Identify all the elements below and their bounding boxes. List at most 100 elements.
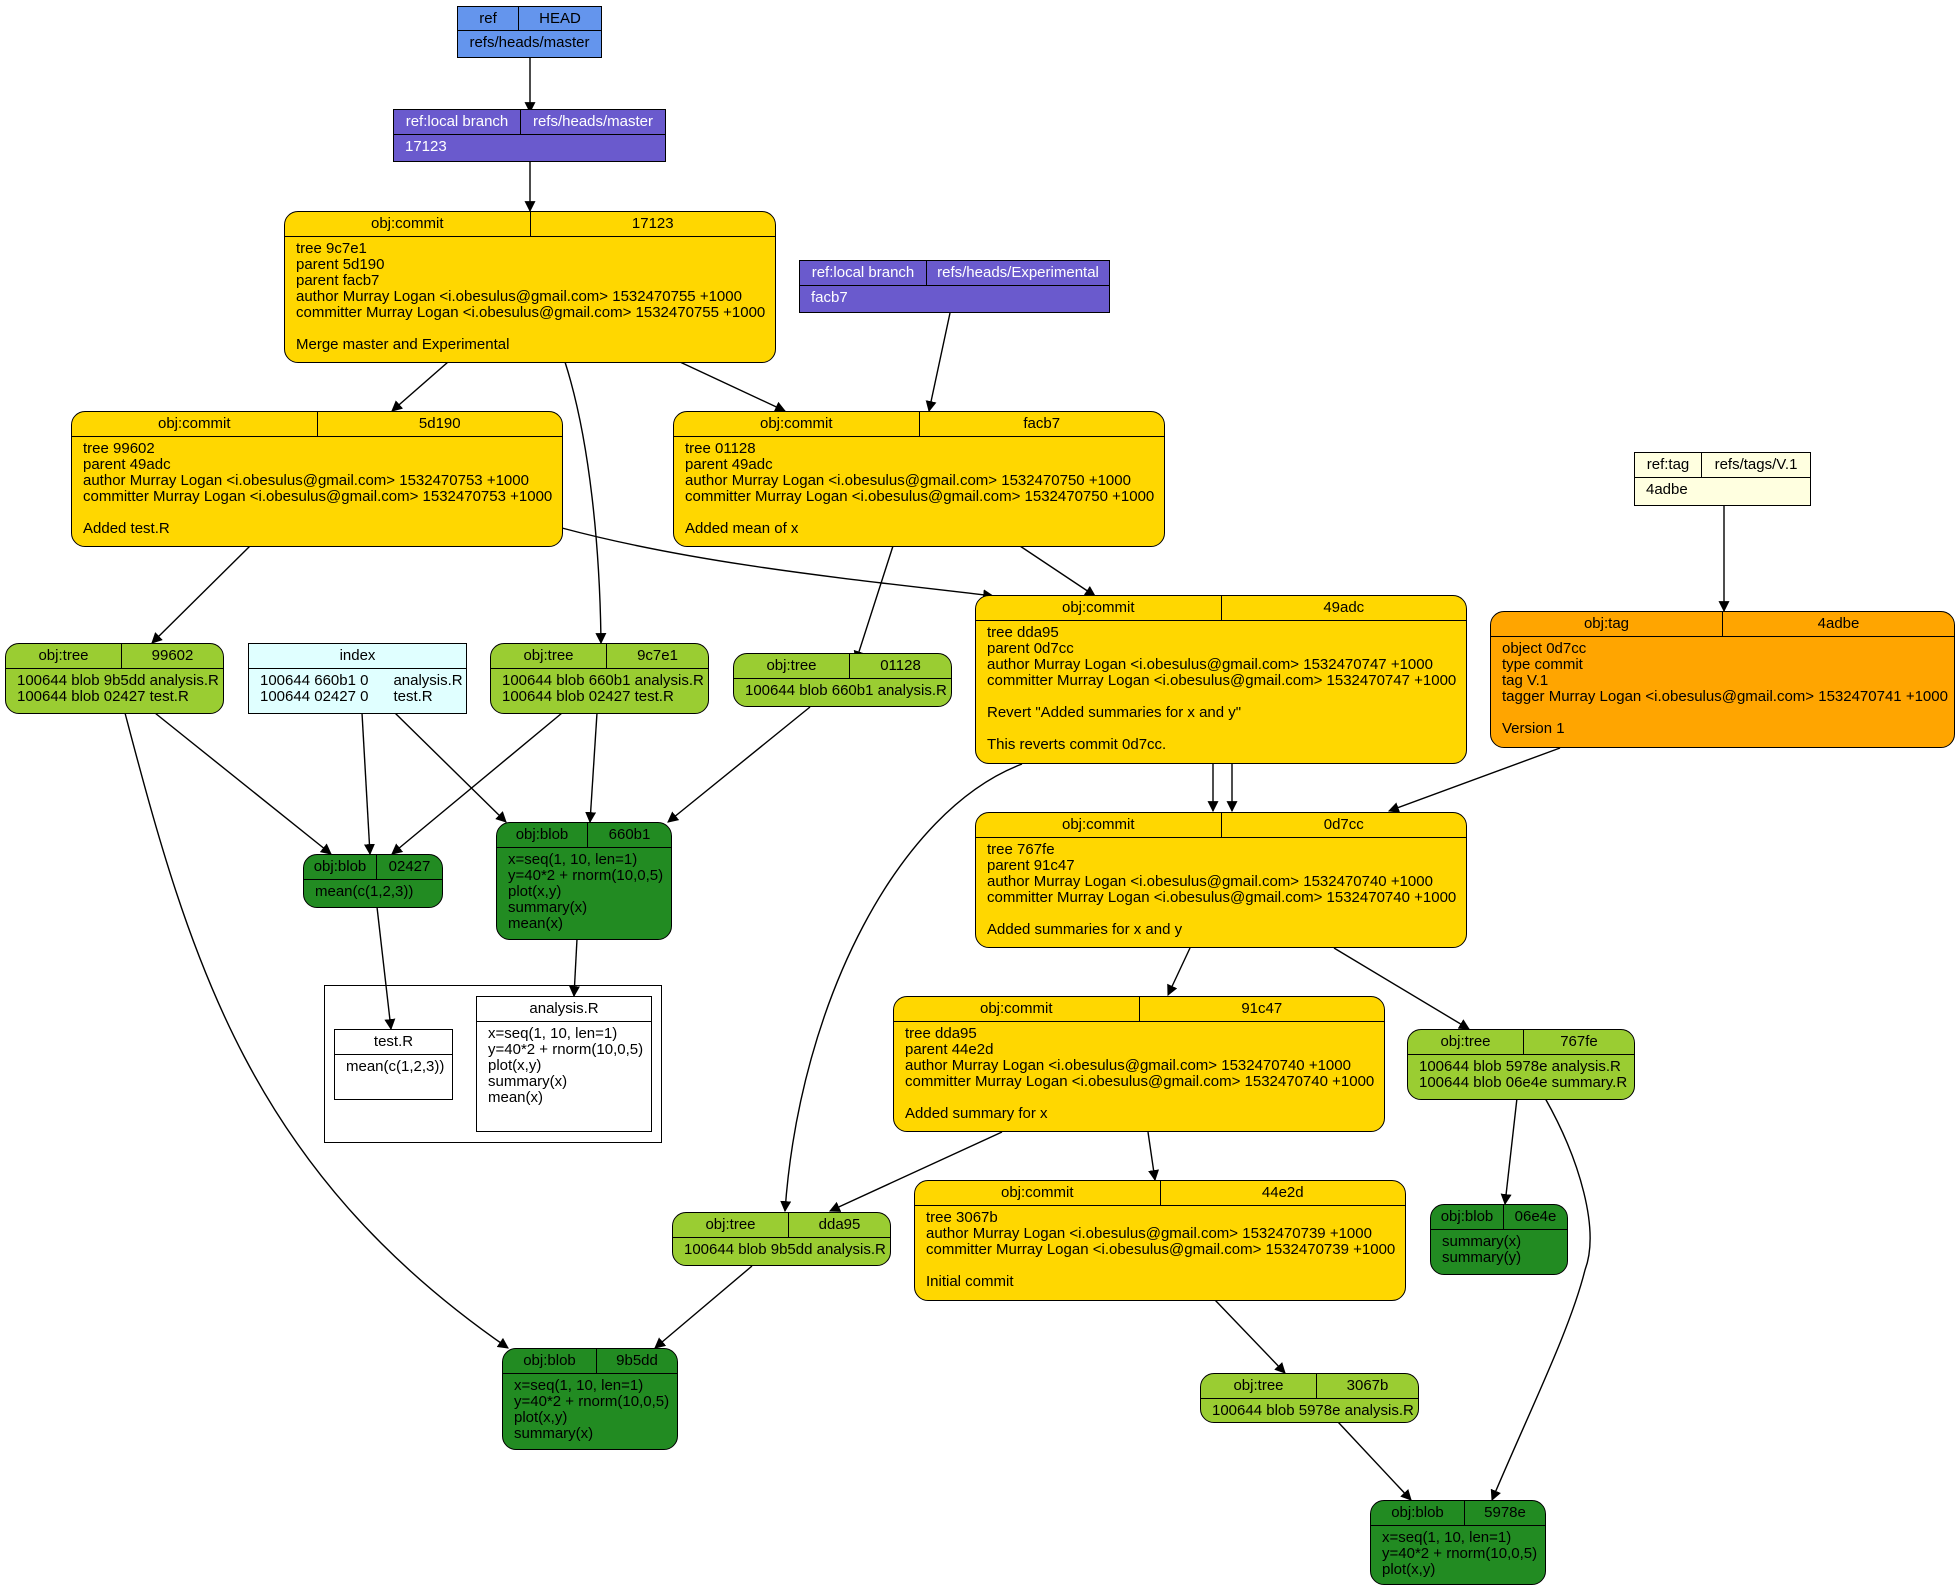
blob-5978e-type: obj:blob [1391,1504,1444,1521]
head-ref-name: HEAD [518,7,601,30]
tree-9c7e1-type: obj:tree [523,647,574,664]
commit-49adc-content: tree dda95 parent 0d7cc author Murray Lo… [987,624,1457,753]
commit-node-49adc[interactable]: obj:commit 49adc tree dda95 parent 0d7cc… [975,595,1467,764]
master-branch-node[interactable]: ref:local branch refs/heads/master 17123 [393,109,666,162]
edge-index-b02427 [361,712,375,856]
file-test-r-title: test.R [373,1033,414,1050]
commit-facb7-hash: facb7 [918,412,1165,436]
tree-01128-content: 100644 blob 660b1 analysis.R [745,682,947,699]
tag-ref-name: refs/tags/V.1 [1701,453,1810,477]
edge-t9c7e1-b660b1 [585,712,598,824]
commit-5d190-hash: 5d190 [316,412,563,436]
blob-node-06e4e[interactable]: obj:blob 06e4e summary(x) summary(y) [1430,1204,1568,1275]
tree-3067b-hash: 3067b [1316,1374,1418,1398]
master-branch-type: ref:local branch [405,113,509,130]
edge-c91c47-c44e2d [1147,1131,1160,1182]
blob-node-02427[interactable]: obj:blob 02427 mean(c(1,2,3)) [303,854,443,908]
edge-b660b1-fanalysis [569,938,581,998]
experimental-branch-name: refs/heads/Experimental [926,261,1109,285]
edge-t99602-b9b5dd [124,712,509,1349]
tag-4adbe-hash: 4adbe [1722,612,1954,636]
file-node-analysis-r[interactable]: analysis.R x=seq(1, 10, len=1) y=40*2 + … [476,996,652,1132]
edge-c17123-c5d190 [391,361,449,412]
index-content: 100644 660b1 0 analysis.R 100644 02427 0… [260,672,463,705]
tag-ref-node[interactable]: ref:tag refs/tags/V.1 4adbe [1634,452,1811,506]
blob-06e4e-type: obj:blob [1440,1208,1494,1225]
tag-4adbe-content: object 0d7cc type commit tag V.1 tagger … [1502,640,1948,737]
tree-node-767fe[interactable]: obj:tree 767fe 100644 blob 5978e analysi… [1407,1029,1635,1100]
commit-49adc-type: obj:commit [1061,599,1135,616]
commit-91c47-type: obj:commit [979,1000,1053,1017]
tag-object-node-4adbe[interactable]: obj:tag 4adbe object 0d7cc type commit t… [1490,611,1955,748]
edge-t767fe-b06e4e [1500,1097,1518,1206]
blob-9b5dd-type: obj:blob [523,1352,576,1369]
blob-9b5dd-hash: 9b5dd [596,1349,677,1373]
tree-3067b-type: obj:tree [1233,1377,1284,1394]
head-ref-target: refs/heads/master [469,34,590,51]
blob-5978e-hash: 5978e [1464,1501,1545,1525]
tree-dda95-content: 100644 blob 9b5dd analysis.R [684,1241,886,1258]
edge-c91c47-tdda95 [829,1131,1003,1212]
commit-node-5d190[interactable]: obj:commit 5d190 tree 99602 parent 49adc… [71,411,563,547]
tree-99602-content: 100644 blob 9b5dd analysis.R 100644 blob… [17,672,219,705]
experimental-branch-node[interactable]: ref:local branch refs/heads/Experimental… [799,260,1110,313]
blob-node-9b5dd[interactable]: obj:blob 9b5dd x=seq(1, 10, len=1) y=40*… [502,1348,678,1450]
edge-c44e2d-t3067b [1214,1299,1286,1374]
commit-node-17123[interactable]: obj:commit 17123 tree 9c7e1 parent 5d190… [284,211,776,363]
tree-dda95-hash: dda95 [788,1213,890,1237]
tree-99602-hash: 99602 [121,644,223,668]
commit-node-facb7[interactable]: obj:commit facb7 tree 01128 parent 49adc… [673,411,1165,547]
edge-t9c7e1-b02427 [391,712,563,855]
head-ref-node[interactable]: ref HEAD refs/heads/master [457,6,602,58]
edge-t3067b-b5978e [1337,1421,1412,1501]
edge-c17123-cfacb7 [679,361,786,412]
commit-0d7cc-type: obj:commit [1061,816,1135,833]
edge-c0d7cc-t767fe [1333,947,1470,1030]
edge-c5d190-c49adc [561,527,995,601]
commit-91c47-content: tree dda95 parent 44e2d author Murray Lo… [905,1025,1375,1122]
tree-node-01128[interactable]: obj:tree 01128 100644 blob 660b1 analysi… [733,653,952,707]
commit-0d7cc-hash: 0d7cc [1220,813,1467,837]
blob-5978e-content: x=seq(1, 10, len=1) y=40*2 + rnorm(10,0,… [1382,1529,1538,1578]
blob-02427-type: obj:blob [313,858,367,875]
file-node-test-r[interactable]: test.R mean(c(1,2,3)) [334,1029,453,1100]
blob-node-5978e[interactable]: obj:blob 5978e x=seq(1, 10, len=1) y=40*… [1370,1500,1546,1585]
tree-node-3067b[interactable]: obj:tree 3067b 100644 blob 5978e analysi… [1200,1373,1419,1423]
experimental-branch-type: ref:local branch [811,264,915,281]
edge-c17123-t9c7e1 [564,361,607,645]
tree-9c7e1-content: 100644 blob 660b1 analysis.R 100644 blob… [502,672,704,705]
commit-17123-type: obj:commit [370,215,444,232]
commit-44e2d-hash: 44e2d [1159,1181,1406,1205]
edge-index-b660b1 [394,712,507,823]
commit-44e2d-type: obj:commit [1000,1184,1074,1201]
commit-49adc-hash: 49adc [1220,596,1467,620]
edge-b02427-ftest [376,906,396,1031]
index-node[interactable]: index 100644 660b1 0 analysis.R 100644 0… [248,643,467,714]
edge-t99602-b02427 [154,712,332,855]
head-ref-type: ref [479,9,497,27]
blob-02427-content: mean(c(1,2,3)) [315,883,414,900]
edge-cfacb7-c49adc [1019,545,1096,597]
commit-17123-content: tree 9c7e1 parent 5d190 parent facb7 aut… [296,240,766,353]
tree-dda95-type: obj:tree [705,1216,756,1233]
edge-tag4adbe-c0d7cc [1387,747,1561,813]
tree-01128-type: obj:tree [766,657,817,674]
master-branch-name: refs/heads/master [520,110,665,134]
commit-node-0d7cc[interactable]: obj:commit 0d7cc tree 767fe parent 91c47… [975,812,1467,948]
tree-node-99602[interactable]: obj:tree 99602 100644 blob 9b5dd analysi… [5,643,224,714]
edge-tdda95-b9b5dd [654,1265,753,1349]
tree-node-9c7e1[interactable]: obj:tree 9c7e1 100644 blob 660b1 analysi… [490,643,709,714]
master-branch-target: 17123 [405,138,447,155]
blob-node-660b1[interactable]: obj:blob 660b1 x=seq(1, 10, len=1) y=40*… [496,822,672,940]
file-analysis-r-title: analysis.R [529,1000,599,1017]
commit-node-44e2d[interactable]: obj:commit 44e2d tree 3067b author Murra… [914,1180,1406,1301]
commit-5d190-content: tree 99602 parent 49adc author Murray Lo… [83,440,553,537]
blob-660b1-type: obj:blob [515,826,569,843]
commit-17123-hash: 17123 [529,212,776,236]
commit-node-91c47[interactable]: obj:commit 91c47 tree dda95 parent 44e2d… [893,996,1385,1132]
blob-02427-hash: 02427 [376,855,442,879]
blob-06e4e-content: summary(x) summary(y) [1442,1233,1522,1266]
edge-cfacb7-t01128 [853,545,894,663]
tree-node-dda95[interactable]: obj:tree dda95 100644 blob 9b5dd analysi… [672,1212,891,1266]
